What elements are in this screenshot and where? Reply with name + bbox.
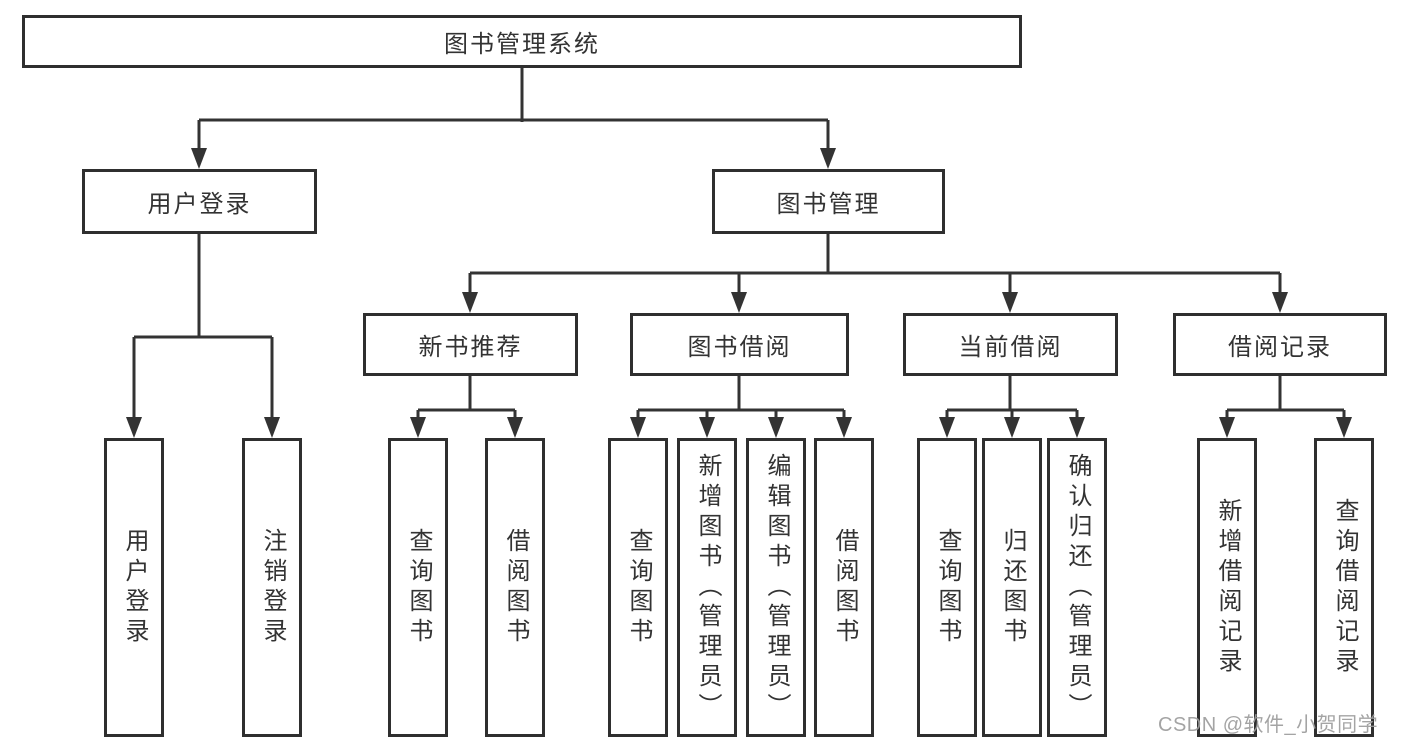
node-label: 当前借阅 (958, 334, 1063, 361)
node-label: 确认归还（管理员） (1064, 452, 1091, 723)
leaf-borrowing-edit-book-admin: 编辑图书（管理员） (746, 438, 806, 737)
leaf-current-return-book: 归还图书 (982, 438, 1042, 737)
node-new-book-recommend: 新书推荐 (363, 313, 578, 376)
node-label: 查询图书 (405, 527, 432, 648)
node-label: 查询图书 (934, 527, 961, 648)
node-root: 图书管理系统 (22, 15, 1022, 68)
arrowhead (1272, 292, 1288, 313)
node-label: 用户登录 (121, 527, 148, 648)
node-label: 借阅图书 (502, 527, 529, 648)
arrowhead (1219, 417, 1235, 438)
node-label: 归还图书 (999, 527, 1026, 648)
arrowhead (1004, 417, 1020, 438)
arrowhead (126, 417, 142, 438)
arrowhead (1069, 417, 1085, 438)
node-book-borrowing: 图书借阅 (630, 313, 849, 376)
node-label: 新增借阅记录 (1214, 497, 1241, 678)
node-user-login: 用户登录 (82, 169, 317, 234)
node-label: 用户登录 (147, 191, 252, 218)
leaf-current-query-book: 查询图书 (917, 438, 977, 737)
leaf-logout-login: 注销登录 (242, 438, 302, 737)
node-label: 图书管理系统 (444, 31, 600, 58)
arrowhead (1336, 417, 1352, 438)
node-label: 编辑图书（管理员） (763, 452, 790, 723)
leaf-borrowing-query-book: 查询图书 (608, 438, 668, 737)
node-label: 借阅记录 (1228, 334, 1332, 361)
leaf-borrowing-add-book-admin: 新增图书（管理员） (677, 438, 737, 737)
arrowhead (630, 417, 646, 438)
node-label: 图书借阅 (687, 334, 792, 361)
arrowhead (731, 292, 747, 313)
leaf-current-confirm-return-admin: 确认归还（管理员） (1047, 438, 1107, 737)
arrowhead (191, 148, 207, 169)
node-current-borrowing: 当前借阅 (903, 313, 1118, 376)
node-label: 查询图书 (625, 527, 652, 648)
node-borrowing-records: 借阅记录 (1173, 313, 1387, 376)
node-label: 新增图书（管理员） (694, 452, 721, 723)
arrowhead (820, 148, 836, 169)
watermark: CSDN @软件_小贺同学 (1158, 714, 1379, 736)
node-label: 新书推荐 (418, 334, 523, 361)
arrowhead (768, 417, 784, 438)
node-book-management: 图书管理 (712, 169, 945, 234)
arrowhead (507, 417, 523, 438)
leaf-borrowing-borrow-book: 借阅图书 (814, 438, 874, 737)
leaf-recommend-query-book: 查询图书 (388, 438, 448, 737)
arrowhead (699, 417, 715, 438)
leaf-records-query-record: 查询借阅记录 (1314, 438, 1374, 737)
node-label: 注销登录 (259, 527, 286, 648)
arrowhead (462, 292, 478, 313)
arrowhead (836, 417, 852, 438)
leaf-recommend-borrow-book: 借阅图书 (485, 438, 545, 737)
leaf-records-add-record: 新增借阅记录 (1197, 438, 1257, 737)
arrowhead (1002, 292, 1018, 313)
leaf-user-login: 用户登录 (104, 438, 164, 737)
arrowhead (410, 417, 426, 438)
arrowhead (264, 417, 280, 438)
arrowhead (939, 417, 955, 438)
node-label: 查询借阅记录 (1331, 497, 1358, 678)
node-label: 借阅图书 (831, 527, 858, 648)
node-label: 图书管理 (776, 191, 881, 218)
